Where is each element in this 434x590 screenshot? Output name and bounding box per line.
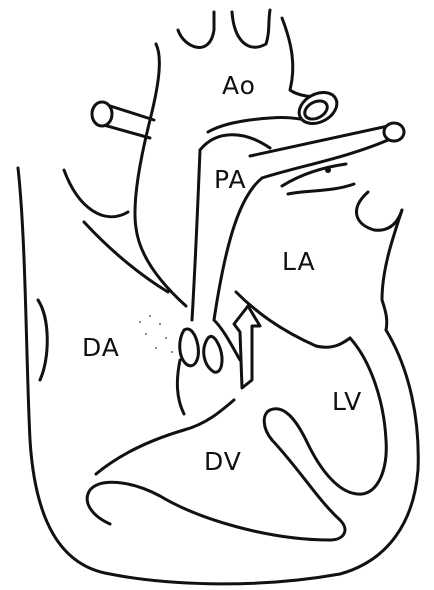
da-inner-curve: [84, 222, 168, 292]
aorta-left-wall: [135, 44, 186, 306]
stipple-dots: [139, 315, 173, 353]
lv-septum-curve: [264, 409, 306, 440]
pa-right-branch-bottom: [262, 140, 388, 178]
lv-inner-wall: [306, 338, 386, 494]
dv-bottom-wall: [87, 482, 330, 540]
da-top-curve: [64, 170, 128, 217]
da-left-notch: [38, 300, 47, 380]
pa-right-branch-end: [384, 123, 404, 141]
pa-upper-wall: [200, 135, 270, 150]
aorta-right-wall: [282, 18, 324, 97]
dv-outer-wall: [272, 440, 345, 540]
pulmonary-vein-dot: [325, 167, 331, 173]
pa-left-wall: [192, 150, 200, 320]
dv-upper-wall: [177, 360, 184, 414]
pulmonary-vein-bottom: [288, 184, 354, 194]
la-vessel-hook: [357, 192, 402, 230]
label-da: DA: [82, 333, 120, 362]
valve-left-leaflet: [180, 329, 199, 366]
da-outer-left-wall: [18, 168, 110, 574]
label-dv: DV: [204, 447, 242, 476]
pa-right-branch-top: [250, 126, 388, 156]
flow-arrow-icon: [234, 306, 260, 388]
label-lv: LV: [332, 387, 362, 416]
label-pa: PA: [214, 165, 247, 194]
left-branch-end: [92, 102, 112, 126]
lv-outer-wall: [110, 330, 418, 584]
label-la: LA: [282, 247, 316, 276]
aorta-top-arch-left: [178, 12, 214, 47]
label-ao: Ao: [222, 71, 256, 100]
pulmonary-vein-top: [282, 164, 346, 186]
pa-descending-wall: [214, 178, 262, 320]
aorta-top-arch-mid: [232, 10, 270, 47]
valve-right-leaflet: [204, 336, 222, 372]
